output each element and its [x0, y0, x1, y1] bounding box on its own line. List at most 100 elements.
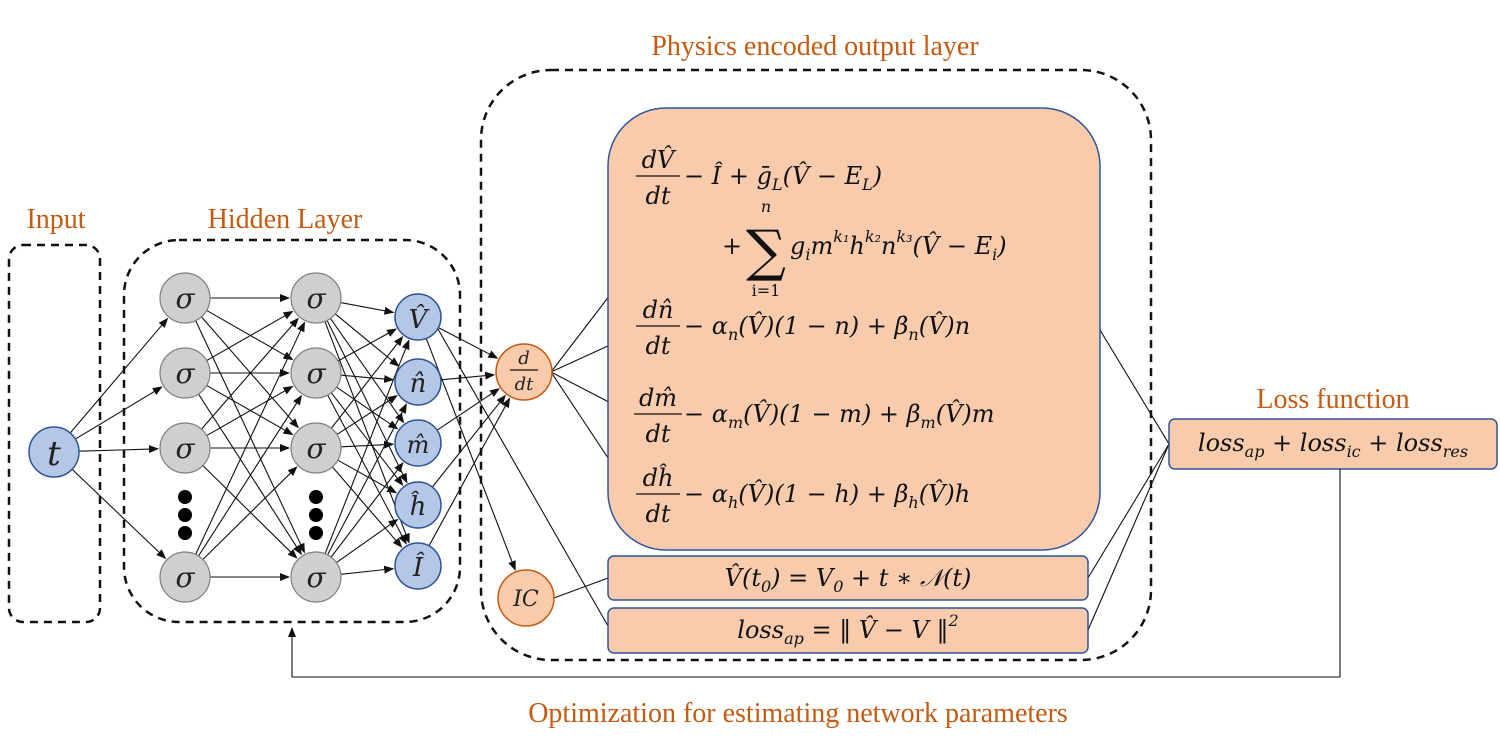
approximation-loss-box: [607, 607, 1089, 654]
output-to-approx-loss-edge: [437, 328, 609, 627]
output-to-derivative-edge: [428, 397, 511, 547]
output-node-n: [394, 358, 442, 406]
hidden-node: [290, 551, 342, 603]
hidden-to-output-edge: [334, 313, 400, 367]
loss-function-box: [1168, 418, 1498, 470]
hidden-to-hidden-edge: [206, 309, 294, 361]
derivative-node: [495, 343, 553, 401]
hidden-node-label: σ: [306, 561, 326, 594]
input-to-hidden-edge: [75, 386, 163, 440]
hidden-group-box: [122, 238, 462, 624]
hidden-node-label: σ: [175, 282, 195, 315]
hidden-to-hidden-edge: [198, 394, 302, 557]
hidden-to-output-edge: [336, 386, 399, 430]
derivative-to-equation-edge: [550, 344, 611, 373]
hidden-node: [290, 347, 342, 399]
hidden-to-hidden-edge: [202, 465, 298, 559]
ellipsis-dot: [178, 508, 192, 522]
n-eq-numerator: dn̂: [643, 296, 674, 324]
m-eq-denominator: dt: [645, 420, 670, 448]
hidden-to-output-edge: [330, 335, 404, 429]
output-node-v: [394, 293, 442, 341]
output-node-v-label: V̂: [409, 304, 430, 335]
ic-node: [497, 569, 555, 627]
ic-equation: V̂(t0) = V0 + t ∗ 𝒩(t): [725, 564, 972, 596]
ellipsis-dot: [309, 508, 323, 522]
summation-sign: ∑: [746, 219, 786, 284]
initial-condition-box: [607, 555, 1089, 601]
hidden-node-label: σ: [175, 357, 195, 390]
v-eq-plus: +: [722, 232, 742, 260]
h-eq-rest: − αh(V̂)(1 − h) + βh(V̂)h: [684, 480, 970, 512]
derivative-denominator: dt: [515, 374, 535, 395]
ellipsis-dot: [178, 490, 192, 504]
hidden-node: [159, 347, 211, 399]
ic-to-loss-edge: [1087, 443, 1170, 579]
hidden-to-hidden-edge: [201, 316, 299, 429]
residual-equations: dV̂ dt − Î + ḡL(V̂ − EL) + n ∑ i=1 gimk₁…: [634, 146, 1007, 528]
v-eq-sum-term: gimk₁hk₂nk₃(V̂ − Ei): [790, 227, 1007, 264]
hidden-to-output-edge: [336, 518, 399, 564]
derivative-numerator: d: [518, 348, 530, 369]
hidden-to-output-edge: [329, 318, 405, 424]
hidden-to-output-edge: [340, 302, 395, 315]
output-to-derivative-edge: [436, 388, 500, 431]
sum-lower-limit: i=1: [752, 281, 781, 300]
hidden-node-label: σ: [175, 561, 195, 594]
residual-equation-box: [607, 107, 1101, 551]
optimization-feedback-arrow: [288, 469, 1341, 678]
hidden-to-hidden-edge: [206, 310, 294, 362]
hidden-node: [159, 551, 211, 603]
hidden-to-output-edge: [324, 339, 410, 554]
input-to-hidden-edge: [69, 317, 169, 434]
ic-to-ic-box-edge: [553, 577, 609, 599]
input-to-hidden-edge: [78, 445, 160, 454]
hidden-to-output-edge: [340, 374, 395, 383]
v-eq-rest: − Î + ḡL(V̂ − EL): [684, 161, 882, 194]
approx-to-loss-edge: [1087, 443, 1170, 631]
m-eq-rest: − αm(V̂)(1 − m) + βm(V̂)m: [684, 400, 995, 432]
hidden-to-output-edge: [330, 392, 404, 487]
hidden-to-output-edge: [337, 459, 398, 494]
ellipsis-dot: [178, 526, 192, 540]
hidden-to-output-edge: [340, 565, 395, 575]
loss-function-title: Loss function: [1256, 384, 1409, 415]
h-eq-numerator: dĥ: [643, 463, 674, 492]
n-eq-rest: − αn(V̂)(1 − n) + βn(V̂)n: [684, 312, 970, 344]
hidden-node: [290, 422, 342, 474]
output-to-derivative-edge: [431, 394, 506, 488]
v-eq-denominator: dt: [645, 182, 670, 210]
hidden-to-hidden-edge: [202, 466, 298, 560]
hidden-to-hidden-edge: [195, 320, 306, 554]
hidden-node: [159, 422, 211, 474]
hidden-layer-1: σ σ σ σ: [159, 272, 211, 603]
hidden-node-label: σ: [306, 282, 326, 315]
hidden-to-output-edge: [336, 395, 398, 435]
h-eq-denominator: dt: [645, 500, 670, 528]
optimization-title: Optimization for estimating network para…: [528, 698, 1068, 729]
hidden-node: [290, 272, 342, 324]
physics-group-box: [479, 68, 1153, 662]
hidden-to-output-edge: [337, 328, 397, 362]
network-edges: [69, 294, 1170, 631]
output-node-h-label: ĥ: [410, 490, 427, 522]
loss-function-equation: lossap + lossic + lossres: [1198, 429, 1468, 461]
hidden-to-output-edge: [331, 466, 403, 548]
output-node-i: [394, 542, 442, 590]
output-node-n-label: n̂: [410, 369, 427, 399]
ellipsis-dot: [309, 490, 323, 504]
residual-to-loss-edge: [1099, 329, 1170, 445]
derivative-to-equation-edge: [550, 294, 611, 373]
sum-upper-limit: n: [761, 197, 771, 216]
hidden-to-hidden-edge: [198, 393, 302, 556]
output-node-m: [394, 419, 442, 467]
input-node-label: t: [47, 434, 61, 474]
hidden-node: [159, 272, 211, 324]
m-eq-numerator: dm̂: [639, 384, 677, 412]
output-node-h: [394, 481, 442, 529]
hidden-node-label: σ: [306, 357, 326, 390]
input-group-box: [7, 243, 102, 624]
hidden-node-label: σ: [306, 432, 326, 465]
hidden-node-label: σ: [175, 432, 195, 465]
